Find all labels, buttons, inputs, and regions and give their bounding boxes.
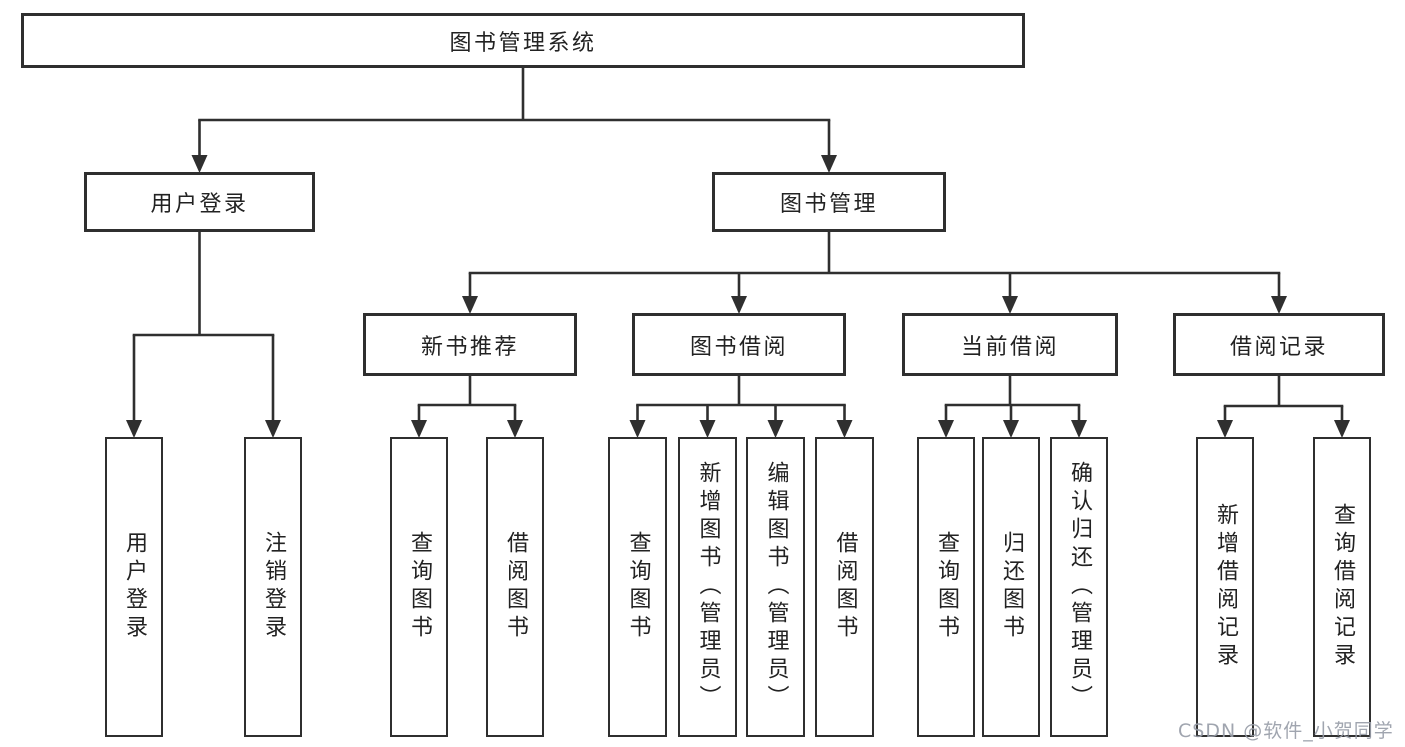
arrowhead-icon: [836, 420, 853, 438]
arrowhead-icon: [767, 420, 784, 438]
arrowhead-icon: [1217, 420, 1233, 438]
diagram-node-leaf-add-book: 新增图书（管理员）: [678, 437, 737, 737]
arrowhead-icon: [731, 296, 747, 314]
diagram-node-leaf-user-login: 用户登录: [105, 437, 163, 737]
arrowhead-icon: [507, 420, 523, 438]
arrowhead-icon: [265, 420, 281, 438]
node-label-leaf-user-login: 用户登录: [122, 531, 147, 643]
arrowhead-icon: [821, 155, 837, 173]
diagram-node-leaf-borrow-book-1: 借阅图书: [486, 437, 544, 737]
diagram-node-leaf-logout: 注销登录: [244, 437, 302, 737]
diagram-node-leaf-edit-book: 编辑图书（管理员）: [746, 437, 805, 737]
node-label-borrow-record: 借阅记录: [1229, 334, 1328, 360]
node-label-root: 图书管理系统: [449, 30, 597, 56]
arrowhead-icon: [411, 420, 427, 438]
diagram-node-book-mgmt: 图书管理: [712, 172, 946, 232]
arrowhead-icon: [1003, 420, 1019, 438]
diagram-node-leaf-query-book-3: 查询图书: [917, 437, 975, 737]
node-label-leaf-return-book: 归还图书: [999, 531, 1024, 643]
node-label-leaf-edit-book: 编辑图书（管理员）: [763, 461, 789, 713]
arrowhead-icon: [191, 155, 208, 173]
arrowhead-icon: [126, 420, 142, 438]
diagram-node-new-book-rec: 新书推荐: [363, 313, 577, 376]
arrowhead-icon: [938, 420, 954, 438]
diagram-node-book-borrow: 图书借阅: [632, 313, 846, 376]
diagram-node-leaf-query-borrow-record: 查询借阅记录: [1313, 437, 1371, 737]
arrowhead-icon: [699, 420, 716, 438]
diagram-node-borrow-record: 借阅记录: [1173, 313, 1385, 376]
node-label-leaf-query-book-3: 查询图书: [934, 531, 959, 643]
node-label-leaf-query-book-2: 查询图书: [625, 531, 651, 643]
node-label-current-borrow: 当前借阅: [960, 334, 1059, 360]
diagram-node-leaf-query-book-1: 查询图书: [390, 437, 448, 737]
diagram-node-leaf-borrow-book-2: 借阅图书: [815, 437, 874, 737]
node-label-book-borrow: 图书借阅: [689, 334, 788, 360]
node-label-leaf-query-borrow-record: 查询借阅记录: [1330, 503, 1355, 671]
arrowhead-icon: [629, 420, 646, 438]
node-label-leaf-borrow-book-2: 借阅图书: [832, 531, 858, 643]
arrowhead-icon: [1071, 420, 1087, 438]
diagram-node-leaf-add-borrow-record: 新增借阅记录: [1196, 437, 1254, 737]
diagram-node-user-login: 用户登录: [84, 172, 315, 232]
node-label-new-book-rec: 新书推荐: [420, 334, 519, 360]
arrowhead-icon: [1271, 296, 1287, 314]
diagram-node-current-borrow: 当前借阅: [902, 313, 1118, 376]
node-label-leaf-logout: 注销登录: [261, 531, 286, 643]
node-label-leaf-add-borrow-record: 新增借阅记录: [1213, 503, 1238, 671]
diagram-node-leaf-return-book: 归还图书: [982, 437, 1040, 737]
node-label-leaf-borrow-book-1: 借阅图书: [503, 531, 528, 643]
arrowhead-icon: [1002, 296, 1018, 314]
diagram-node-leaf-query-book-2: 查询图书: [608, 437, 667, 737]
node-label-book-mgmt: 图书管理: [779, 192, 878, 217]
arrowhead-icon: [1334, 420, 1350, 438]
diagram-node-leaf-confirm-return: 确认归还（管理员）: [1050, 437, 1108, 737]
node-label-leaf-add-book: 新增图书（管理员）: [695, 461, 721, 713]
node-label-user-login: 用户登录: [150, 192, 249, 217]
arrowhead-icon: [462, 296, 478, 314]
node-label-leaf-query-book-1: 查询图书: [407, 531, 432, 643]
node-label-leaf-confirm-return: 确认归还（管理员）: [1067, 461, 1092, 713]
diagram-node-root: 图书管理系统: [21, 13, 1025, 68]
